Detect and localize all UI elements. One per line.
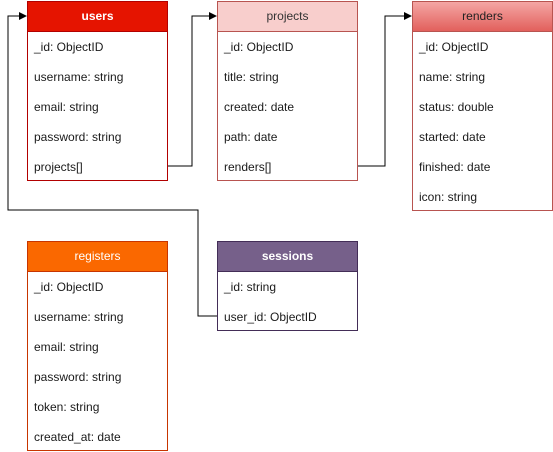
projects-field-created: created: date (224, 100, 295, 114)
users-header: users (28, 2, 167, 32)
users-entity[interactable]: users _id: ObjectID username: string ema… (27, 1, 168, 181)
projects-field-id: _id: ObjectID (224, 40, 294, 54)
sessions-field-user-id: user_id: ObjectID (224, 310, 317, 324)
renders-field-status: status: double (419, 100, 494, 114)
projects-header: projects (218, 2, 357, 32)
registers-header: registers (28, 242, 167, 272)
projects-field-renders: renders[] (224, 160, 272, 174)
users-field-password: password: string (34, 130, 122, 144)
registers-field-created-at: created_at: date (34, 430, 121, 444)
renders-field-name: name: string (419, 70, 486, 84)
users-projects-edge (168, 12, 217, 167)
projects-renders-edge (358, 12, 412, 167)
registers-field-username: username: string (34, 310, 124, 324)
sessions-entity[interactable]: sessions _id: string user_id: ObjectID (217, 241, 358, 331)
users-field-username: username: string (34, 70, 124, 84)
sessions-field-id: _id: string (224, 280, 277, 294)
renders-field-started: started: date (419, 130, 486, 144)
projects-field-path: path: date (224, 130, 278, 144)
renders-field-id: _id: ObjectID (419, 40, 489, 54)
registers-entity[interactable]: registers _id: ObjectID username: string… (27, 241, 168, 451)
registers-field-password: password: string (34, 370, 122, 384)
registers-field-token: token: string (34, 400, 100, 414)
renders-header: renders (413, 2, 552, 32)
sessions-header: sessions (218, 242, 357, 272)
renders-field-icon: icon: string (419, 190, 478, 204)
registers-field-email: email: string (34, 340, 99, 354)
users-field-email: email: string (34, 100, 99, 114)
registers-field-id: _id: ObjectID (34, 280, 104, 294)
users-field-projects: projects[] (34, 160, 83, 174)
projects-field-title: title: string (224, 70, 279, 84)
projects-entity[interactable]: projects _id: ObjectID title: string cre… (217, 1, 358, 181)
renders-field-finished: finished: date (419, 160, 491, 174)
renders-entity[interactable]: renders _id: ObjectID name: string statu… (412, 1, 553, 211)
users-field-id: _id: ObjectID (34, 40, 104, 54)
